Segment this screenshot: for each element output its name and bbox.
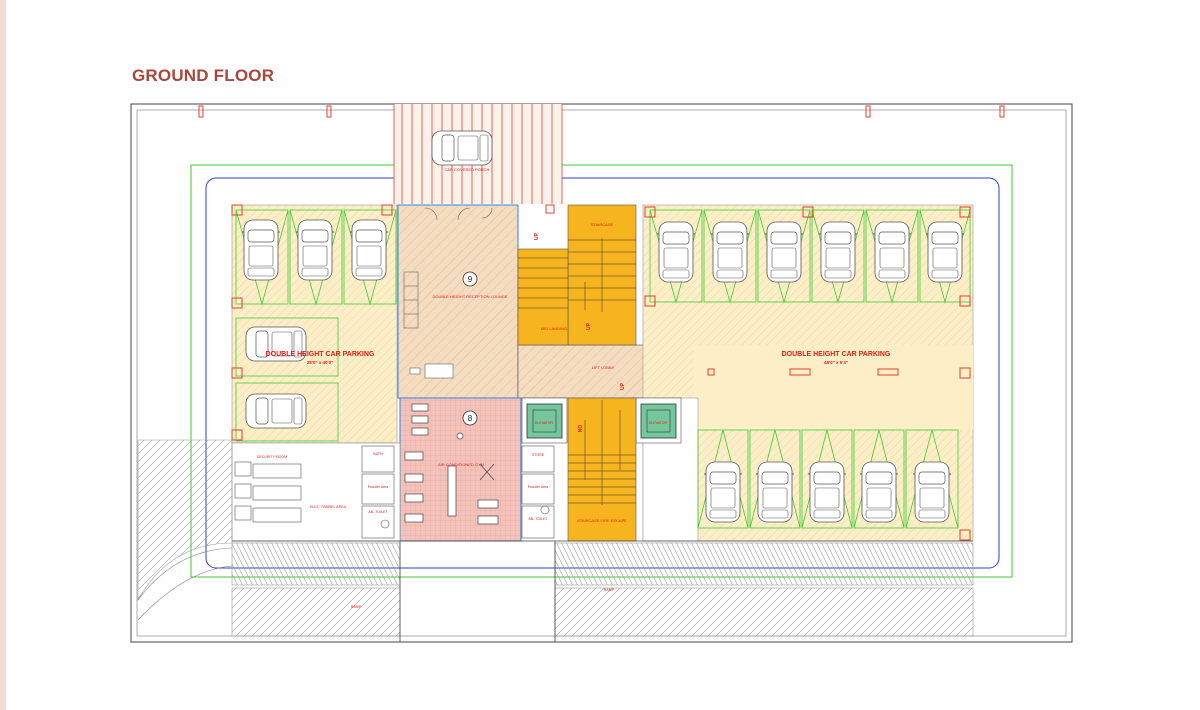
security-room-label: SECURITY ROOM	[257, 455, 287, 459]
powder-area-left-label: Powder Area	[368, 485, 389, 489]
store-label: STORE	[532, 453, 545, 457]
ramps: RAMP RAMP	[137, 439, 974, 637]
powder-area-right-label: Powder Area	[528, 485, 549, 489]
service-rooms-left: SECURITY ROOM ELEC. PANNEL AREA BATH Pow…	[231, 442, 401, 542]
ramp-left-label: RAMP	[351, 605, 362, 609]
bath-label: BATH	[373, 452, 383, 456]
service-rooms-center: STORE Powder Area AB. TOILET	[521, 445, 555, 539]
toilet-right-label: AB. TOILET	[528, 517, 548, 521]
left-parking-dimension: 28'0" x 40'0"	[307, 360, 333, 365]
gym: 8 AIR CONDITIONED GYM	[399, 397, 522, 542]
elec-panel-label: ELEC. PANNEL AREA	[310, 505, 347, 509]
reception-label: DOUBLE HEIGHT RECEPTION LOUNGE	[432, 294, 507, 299]
fire-escape-staircase: STAIRCASE FIRE ESCAPE DN UP	[567, 382, 637, 542]
right-parking-area: DOUBLE HEIGHT CAR PARKING 48'0" x 5'3"	[642, 204, 974, 542]
lift-lobby-label: LIFT LOBBY	[592, 365, 615, 370]
mid-landing-label: MID LANDING	[541, 326, 567, 331]
toilet-left-label: AB. TOILET	[368, 510, 388, 514]
fire-escape-label: STAIRCASE FIRE ESCAPE	[577, 518, 627, 523]
upper-staircase: STAIRCASE MID LANDING UP UP	[517, 204, 637, 346]
elevator-right-label: ELEVATOR	[649, 421, 668, 425]
stair-up-label-3: UP	[620, 382, 626, 390]
left-parking-area: DOUBLE HEIGHT CAR PARKING 28'0" x 40'0"	[231, 204, 398, 444]
stair-dn-label: DN	[576, 425, 582, 433]
elevator-left-label: ELEVATOR	[535, 421, 554, 425]
room-number-8: 8	[468, 414, 473, 423]
page-edge-strip	[0, 0, 6, 710]
outer-frame	[130, 103, 1073, 643]
elevators: ELEVATOR ELEVATOR	[521, 397, 682, 444]
right-parking-label: DOUBLE HEIGHT CAR PARKING	[782, 351, 891, 358]
porch-label: CAR COVERED PORCH	[445, 167, 490, 172]
staircase-label: STAIRCASE	[591, 222, 614, 227]
left-parking-label: DOUBLE HEIGHT CAR PARKING	[266, 351, 375, 358]
ramp-right-label: RAMP	[604, 588, 615, 592]
stair-up-label: UP	[534, 232, 540, 240]
gym-label: AIR CONDITIONED GYM	[438, 462, 484, 467]
porch-area: CAR COVERED PORCH	[393, 104, 563, 204]
room-number-9: 9	[468, 275, 473, 284]
reception-lounge: 9 DOUBLE HEIGHT RECEPTION LOUNGE LIFT LO…	[397, 204, 695, 399]
right-parking-dimension: 48'0" x 5'3"	[824, 360, 848, 365]
page-title: GROUND FLOOR	[132, 66, 275, 85]
stair-up-label-2: UP	[586, 322, 592, 330]
